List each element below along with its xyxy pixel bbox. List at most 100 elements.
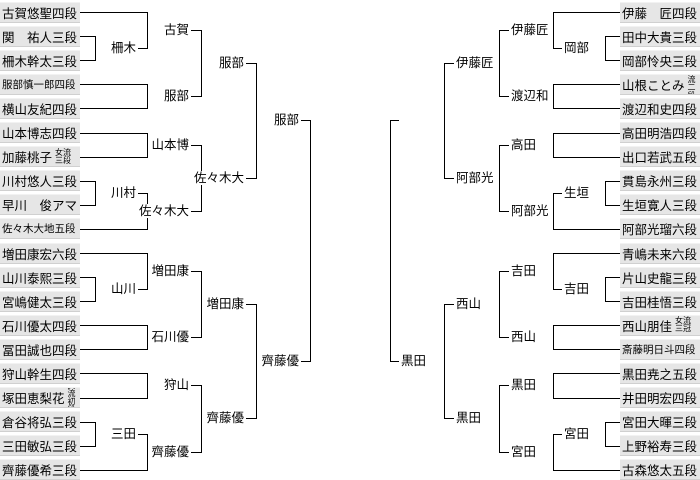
bracket-connector bbox=[553, 434, 620, 471]
player-entry[interactable]: 宮嶋健太三段 bbox=[0, 290, 80, 312]
player-entry[interactable]: 加藤桃子女流三段 bbox=[0, 146, 80, 168]
winner-label: 宮田 bbox=[510, 444, 537, 459]
winner-label: 柵木 bbox=[110, 40, 137, 55]
winner-label: 佐々木大 bbox=[138, 203, 190, 218]
player-entry[interactable]: 井田明宏四段 bbox=[620, 387, 700, 409]
player-entry[interactable]: 関 祐人三段 bbox=[0, 25, 80, 47]
winner-label: 生垣 bbox=[563, 185, 590, 200]
player-entry[interactable]: 山川泰熙三段 bbox=[0, 266, 80, 288]
player-name: 西山朋佳 bbox=[622, 318, 673, 334]
bracket-connector bbox=[80, 84, 148, 109]
player-name: 関 祐人 bbox=[2, 29, 53, 45]
player-name: 佐々木大地 bbox=[2, 223, 55, 236]
bracket-connector bbox=[80, 434, 148, 471]
winner-label: 渡辺和 bbox=[510, 88, 549, 103]
winner-label: 吉田 bbox=[563, 281, 590, 296]
player-name: 山川泰熙 bbox=[2, 270, 53, 286]
player-entry[interactable]: 横山友紀四段 bbox=[0, 97, 80, 119]
player-rank: 三段 bbox=[52, 294, 78, 310]
bracket-connector bbox=[246, 304, 257, 419]
player-name: 三田敏弘 bbox=[2, 439, 53, 455]
player-entry[interactable]: 塚田恵梨花女流初段 bbox=[0, 387, 80, 409]
player-rank: 四段 bbox=[674, 343, 696, 356]
player-name: 服部慎一郎 bbox=[2, 78, 55, 91]
player-entry[interactable]: 川村悠人三段 bbox=[0, 170, 80, 192]
player-name: 古賀悠聖 bbox=[2, 5, 53, 21]
player-rank: 三段 bbox=[672, 198, 698, 214]
player-rank: 三段 bbox=[672, 415, 698, 431]
player-rank: 六段 bbox=[52, 246, 78, 262]
player-entry[interactable]: 青嶋未来六段 bbox=[620, 242, 700, 264]
player-name: 上野裕寿 bbox=[622, 439, 673, 455]
player-entry[interactable]: 宮田大暉三段 bbox=[620, 411, 700, 433]
player-entry[interactable]: 西山朋佳女流三冠 bbox=[620, 314, 700, 336]
winner-label: 服部 bbox=[163, 88, 190, 103]
winner-label: 阿部光 bbox=[455, 170, 494, 185]
player-name: 出口若武 bbox=[622, 150, 673, 166]
player-rank: 三段 bbox=[672, 439, 698, 455]
player-entry[interactable]: 斎藤明日斗四段 bbox=[620, 338, 700, 360]
bracket-connector bbox=[553, 12, 620, 49]
player-entry[interactable]: 出口若武五段 bbox=[620, 146, 700, 168]
player-name: 宮嶋健太 bbox=[2, 294, 53, 310]
player-rank: 四段 bbox=[52, 101, 78, 117]
player-name: 斎藤明日斗 bbox=[622, 343, 675, 356]
player-entry[interactable]: 佐々木大地五段 bbox=[0, 218, 80, 240]
bracket-connector bbox=[80, 181, 96, 206]
player-entry[interactable]: 早川 俊アマ bbox=[0, 194, 80, 216]
winner-label: 阿部光 bbox=[510, 203, 549, 218]
player-rank: 三段 bbox=[672, 270, 698, 286]
bracket-connector bbox=[605, 181, 620, 206]
player-entry[interactable]: 石川優太四段 bbox=[0, 314, 80, 336]
player-entry[interactable]: 増田康宏六段 bbox=[0, 242, 80, 264]
player-rank: 女流三段 bbox=[55, 147, 72, 165]
player-rank: 女流二段 bbox=[687, 75, 696, 94]
player-rank: 四段 bbox=[54, 78, 76, 91]
player-entry[interactable]: 貫島永州三段 bbox=[620, 170, 700, 192]
player-entry[interactable]: 柵木幹太三段 bbox=[0, 49, 80, 71]
player-entry[interactable]: 狩山幹生四段 bbox=[0, 363, 80, 384]
player-name: 齊藤優希 bbox=[2, 463, 53, 479]
bracket-connector bbox=[80, 325, 148, 350]
player-entry[interactable]: 齊藤優希三段 bbox=[0, 459, 80, 480]
player-entry[interactable]: 上野裕寿三段 bbox=[620, 435, 700, 457]
player-entry[interactable]: 吉田桂悟三段 bbox=[620, 290, 700, 312]
player-rank: 六段 bbox=[672, 246, 698, 262]
player-entry[interactable]: 冨田誠也四段 bbox=[0, 338, 80, 360]
winner-label: 黒田 bbox=[510, 377, 537, 392]
player-entry[interactable]: 阿部光瑠六段 bbox=[620, 218, 700, 240]
player-entry[interactable]: 田中大貴三段 bbox=[620, 25, 700, 47]
player-entry[interactable]: 古賀悠聖四段 bbox=[0, 1, 80, 23]
player-name: 山本博志 bbox=[2, 126, 53, 141]
player-rank: 五段 bbox=[672, 367, 698, 382]
player-name: 阿部光瑠 bbox=[622, 222, 673, 238]
player-entry[interactable]: 服部慎一郎四段 bbox=[0, 73, 80, 95]
bracket-connector bbox=[553, 373, 620, 399]
player-rank: 五段 bbox=[54, 223, 76, 236]
bracket-connector bbox=[499, 385, 509, 453]
player-entry[interactable]: 伊藤 匠四段 bbox=[620, 1, 700, 23]
player-name: 塚田恵梨花 bbox=[2, 391, 65, 407]
winner-label: 高田 bbox=[510, 137, 537, 152]
player-entry[interactable]: 片山史龍三段 bbox=[620, 266, 700, 288]
player-entry[interactable]: 岡部怜央三段 bbox=[620, 49, 700, 71]
player-entry[interactable]: 倉谷将弘三段 bbox=[0, 411, 80, 433]
player-entry[interactable]: 古森悠太五段 bbox=[620, 459, 700, 480]
bracket-connector bbox=[499, 271, 509, 338]
player-entry[interactable]: 山本博志四段 bbox=[0, 122, 80, 143]
bracket-connector bbox=[444, 63, 454, 179]
player-entry[interactable]: 生垣寛人三段 bbox=[620, 194, 700, 216]
player-entry[interactable]: 渡辺和史四段 bbox=[620, 97, 700, 119]
player-name: 渡辺和史 bbox=[622, 101, 673, 117]
player-rank: 四段 bbox=[672, 101, 698, 117]
player-entry[interactable]: 高田明浩四段 bbox=[620, 122, 700, 143]
player-entry[interactable]: 三田敏弘三段 bbox=[0, 435, 80, 457]
player-rank: 四段 bbox=[672, 5, 698, 21]
player-entry[interactable]: 黒田尭之五段 bbox=[620, 363, 700, 384]
bracket-connector bbox=[553, 133, 620, 158]
bracket-connector bbox=[80, 373, 148, 399]
player-rank: 三段 bbox=[672, 53, 698, 69]
player-entry[interactable]: 山根ことみ女流二段 bbox=[620, 73, 700, 95]
